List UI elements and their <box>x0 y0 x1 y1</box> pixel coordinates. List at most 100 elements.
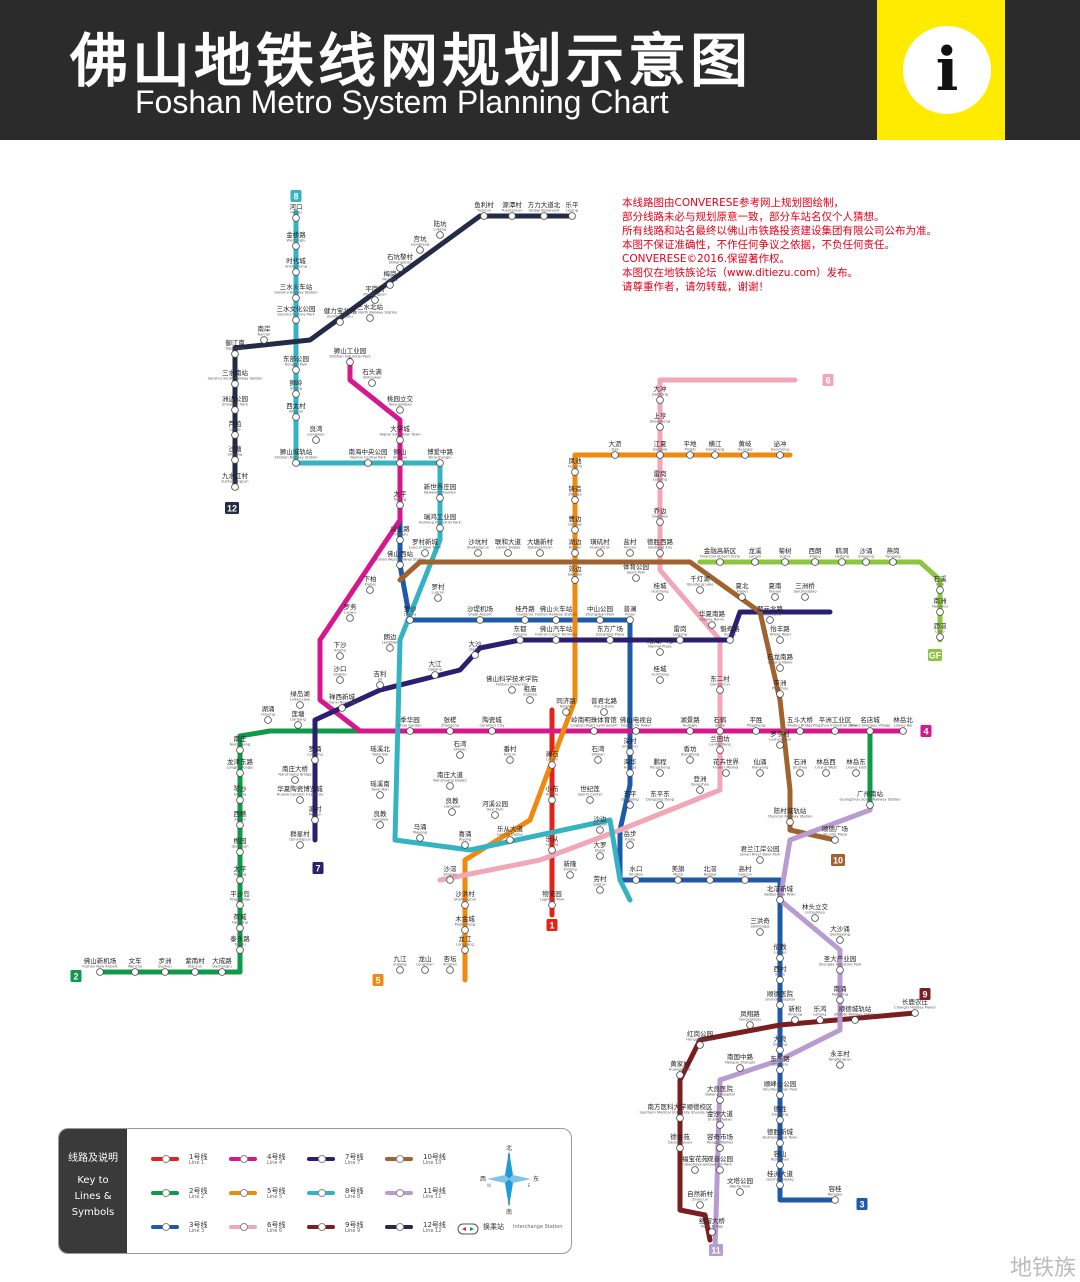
station-marker[interactable] <box>676 1144 684 1152</box>
station-marker[interactable] <box>366 586 374 594</box>
station-marker[interactable] <box>396 501 404 509</box>
station-marker[interactable] <box>626 616 634 624</box>
station-marker[interactable] <box>776 1001 784 1009</box>
station-marker[interactable] <box>656 423 664 431</box>
station-marker[interactable] <box>801 593 809 601</box>
station-marker[interactable] <box>796 727 804 735</box>
metro-line-5[interactable] <box>462 452 793 983</box>
station-marker[interactable] <box>562 708 570 716</box>
station-marker[interactable] <box>292 214 300 222</box>
station-marker[interactable] <box>656 396 664 404</box>
station-marker[interactable] <box>776 1139 784 1147</box>
station-marker[interactable] <box>461 901 469 909</box>
station-marker[interactable] <box>696 1201 704 1209</box>
station-marker[interactable] <box>336 652 344 660</box>
line-badge-5[interactable]: 5 <box>372 974 384 986</box>
metro-line-6[interactable] <box>437 377 798 883</box>
station-marker[interactable] <box>231 380 239 388</box>
station-marker[interactable] <box>292 242 300 250</box>
station-marker[interactable] <box>508 212 516 220</box>
station-marker[interactable] <box>776 976 784 984</box>
station-marker[interactable] <box>716 1121 724 1129</box>
station-marker[interactable] <box>776 636 784 644</box>
station-marker[interactable] <box>292 390 300 398</box>
station-marker[interactable] <box>376 681 384 689</box>
station-marker[interactable] <box>831 836 839 844</box>
station-marker[interactable] <box>571 496 579 504</box>
station-marker[interactable] <box>632 876 640 884</box>
station-marker[interactable] <box>236 924 244 932</box>
station-marker[interactable] <box>336 676 344 684</box>
station-marker[interactable] <box>686 756 694 764</box>
station-marker[interactable] <box>751 558 759 566</box>
station-marker[interactable] <box>311 756 319 764</box>
station-marker[interactable] <box>292 366 300 374</box>
station-marker[interactable] <box>364 459 372 467</box>
station-marker[interactable] <box>796 769 804 777</box>
station-marker[interactable] <box>766 616 774 624</box>
station-marker[interactable] <box>346 358 354 366</box>
station-marker[interactable] <box>461 946 469 954</box>
station-marker[interactable] <box>161 968 169 976</box>
station-marker[interactable] <box>346 614 354 622</box>
info-icon[interactable]: i <box>903 26 991 114</box>
station-marker[interactable] <box>336 318 344 326</box>
station-marker[interactable] <box>386 644 394 652</box>
station-marker[interactable] <box>461 926 469 934</box>
station-marker[interactable] <box>521 616 529 624</box>
station-marker[interactable] <box>571 526 579 534</box>
station-marker[interactable] <box>436 459 444 467</box>
station-marker[interactable] <box>566 871 574 879</box>
station-marker[interactable] <box>676 1114 684 1122</box>
station-marker[interactable] <box>571 549 579 557</box>
station-marker[interactable] <box>776 1116 784 1124</box>
station-marker[interactable] <box>231 456 239 464</box>
station-marker[interactable] <box>434 594 442 602</box>
station-marker[interactable] <box>436 494 444 502</box>
station-marker[interactable] <box>436 231 444 239</box>
station-marker[interactable] <box>776 690 784 698</box>
station-marker[interactable] <box>862 558 870 566</box>
station-marker[interactable] <box>296 796 304 804</box>
station-marker[interactable] <box>756 769 764 777</box>
station-marker[interactable] <box>626 769 634 777</box>
metro-line-3[interactable] <box>397 497 838 1203</box>
station-marker[interactable] <box>476 616 484 624</box>
station-marker[interactable] <box>506 836 514 844</box>
line-badge-10[interactable]: 10 <box>831 854 845 866</box>
station-marker[interactable] <box>936 633 944 641</box>
station-marker[interactable] <box>568 212 576 220</box>
station-marker[interactable] <box>236 901 244 909</box>
metro-line-4[interactable] <box>317 357 903 734</box>
station-marker[interactable] <box>231 406 239 414</box>
station-marker[interactable] <box>368 379 376 387</box>
station-marker[interactable] <box>822 769 830 777</box>
station-marker[interactable] <box>776 1091 784 1099</box>
station-marker[interactable] <box>752 727 760 735</box>
station-marker[interactable] <box>504 549 512 557</box>
station-marker[interactable] <box>866 727 874 735</box>
station-marker[interactable] <box>899 727 907 735</box>
station-marker[interactable] <box>296 701 304 709</box>
metro-line-10[interactable] <box>397 559 838 843</box>
station-marker[interactable] <box>376 791 384 799</box>
station-marker[interactable] <box>446 876 454 884</box>
station-marker[interactable] <box>706 876 714 884</box>
station-marker[interactable] <box>656 481 664 489</box>
station-marker[interactable] <box>656 518 664 526</box>
station-marker[interactable] <box>781 558 789 566</box>
station-marker[interactable] <box>911 1009 919 1017</box>
station-marker[interactable] <box>852 769 860 777</box>
station-marker[interactable] <box>218 968 226 976</box>
station-marker[interactable] <box>656 593 664 601</box>
station-marker[interactable] <box>741 451 749 459</box>
station-marker[interactable] <box>131 968 139 976</box>
line-badge-GF[interactable]: GF <box>928 649 942 661</box>
station-marker[interactable] <box>776 896 784 904</box>
line-badge-4[interactable]: 4 <box>920 725 932 737</box>
station-marker[interactable] <box>292 316 300 324</box>
station-marker[interactable] <box>236 876 244 884</box>
station-marker[interactable] <box>736 1064 744 1072</box>
station-marker[interactable] <box>656 451 664 459</box>
station-marker[interactable] <box>776 1046 784 1054</box>
